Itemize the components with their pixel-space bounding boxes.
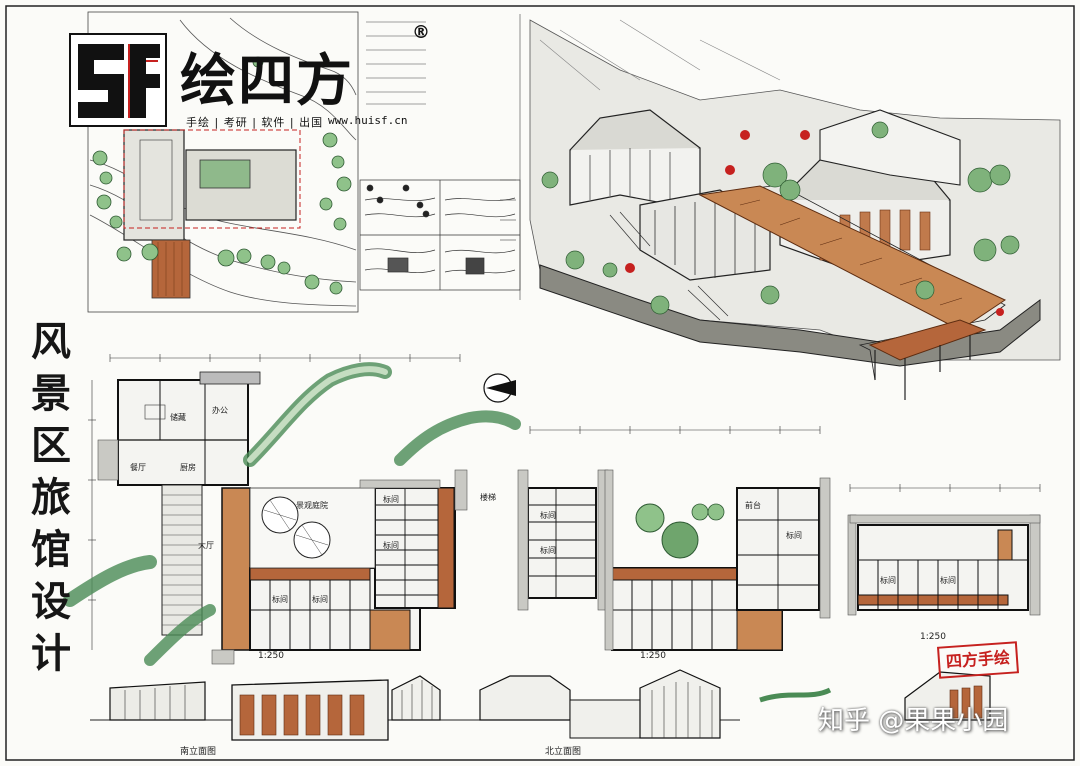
elevation-title: 南立面图 (180, 747, 217, 757)
scale-label: 1:250 (258, 651, 284, 661)
room-label: 储藏 (170, 413, 186, 422)
title-char: 馆 (31, 526, 71, 573)
room-label: 大厅 (198, 541, 214, 550)
elevation-title: 北立面图 (545, 747, 582, 757)
room-label: 标间 (312, 595, 328, 604)
room-label: 景观庭院 (296, 501, 328, 510)
room-label: 标间 (880, 576, 896, 585)
room-label: 标间 (383, 541, 399, 550)
ground-floor-plan (63, 354, 521, 666)
room-label: 前台 (745, 501, 761, 510)
registered-mark: ® (412, 22, 430, 43)
second-floor-plan (517, 426, 831, 651)
room-label: 标间 (540, 511, 556, 520)
third-floor-plan (847, 484, 1041, 616)
title-char: 风 (31, 318, 71, 365)
brand-url: www.huisf.cn (328, 114, 408, 127)
drawing-title: 风 景 区 旅 馆 设 计 (26, 316, 76, 680)
scale-label: 1:250 (920, 632, 946, 642)
design-notes (366, 14, 521, 300)
aerial-perspective (529, 19, 1061, 400)
room-label: 餐厅 (130, 463, 146, 472)
elevations (90, 669, 991, 741)
title-char: 旅 (31, 474, 71, 521)
title-char: 设 (31, 578, 71, 625)
title-char: 景 (31, 370, 71, 417)
room-label: 标间 (786, 531, 802, 540)
analysis-diagrams (359, 179, 521, 291)
author-stamp: 四方手绘 (936, 641, 1020, 679)
room-label: 楼梯 (480, 493, 496, 502)
title-char: 计 (31, 630, 71, 677)
brand-name: 绘四方 (180, 49, 354, 114)
logo-mark (69, 33, 167, 127)
brand-tagline: 手绘 | 考研 | 软件 | 出国 (186, 116, 324, 129)
room-label: 标间 (272, 595, 288, 604)
scale-label: 1:250 (640, 651, 666, 661)
room-label: 标间 (940, 576, 956, 585)
site-plan (87, 11, 359, 313)
room-label: 办公 (212, 406, 228, 415)
room-label: 标间 (540, 546, 556, 555)
sheet-border (5, 5, 1075, 761)
room-label: 厨房 (180, 463, 196, 472)
room-label: 标间 (383, 495, 399, 504)
title-char: 区 (31, 422, 71, 469)
watermark: 知乎 @果果小园 (818, 706, 1009, 736)
